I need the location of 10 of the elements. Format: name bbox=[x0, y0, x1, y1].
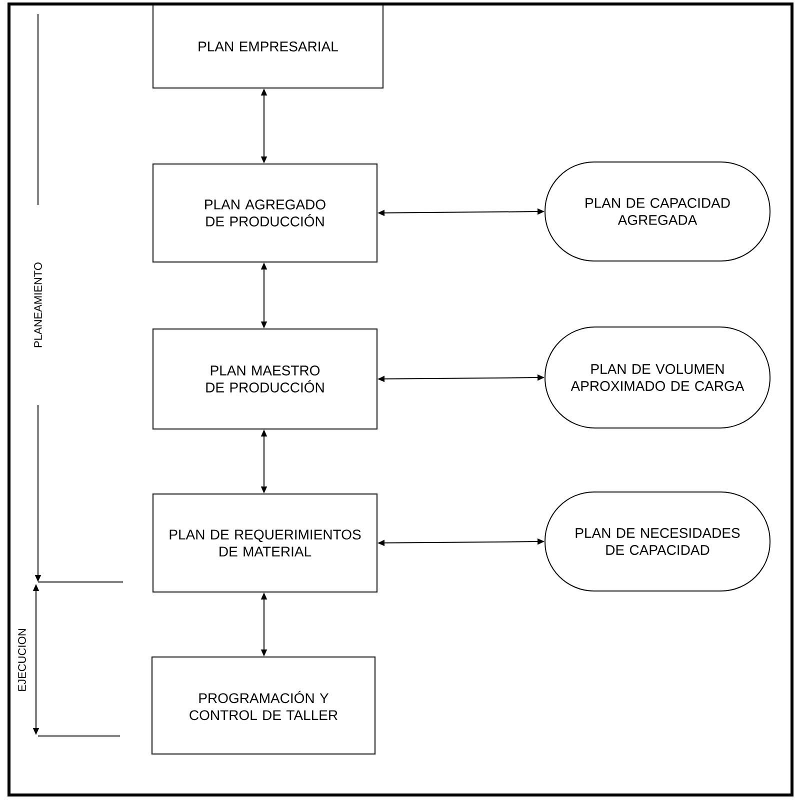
rounded-box: PLAN DE VOLUMEN APROXIMADO DE CARGA bbox=[544, 326, 770, 428]
process-box: PLAN EMPRESARIAL bbox=[152, 4, 384, 88]
process-box: PROGRAMACIÓN Y CONTROL DE TALLER bbox=[152, 656, 376, 754]
section-label: EJECUCION bbox=[18, 629, 26, 691]
process-box: PLAN DE REQUERIMIENTOS DE MATERIAL bbox=[152, 494, 378, 592]
process-box: PLAN AGREGADO DE PRODUCCIÓN bbox=[152, 164, 378, 262]
rounded-box: PLAN DE CAPACIDAD AGREGADA bbox=[544, 162, 770, 262]
rounded-box: PLAN DE NECESIDADES DE CAPACIDAD bbox=[544, 492, 770, 592]
section-label: PLANEAMIENTO bbox=[34, 262, 42, 348]
process-box: PLAN MAESTRO DE PRODUCCIÓN bbox=[152, 328, 378, 430]
